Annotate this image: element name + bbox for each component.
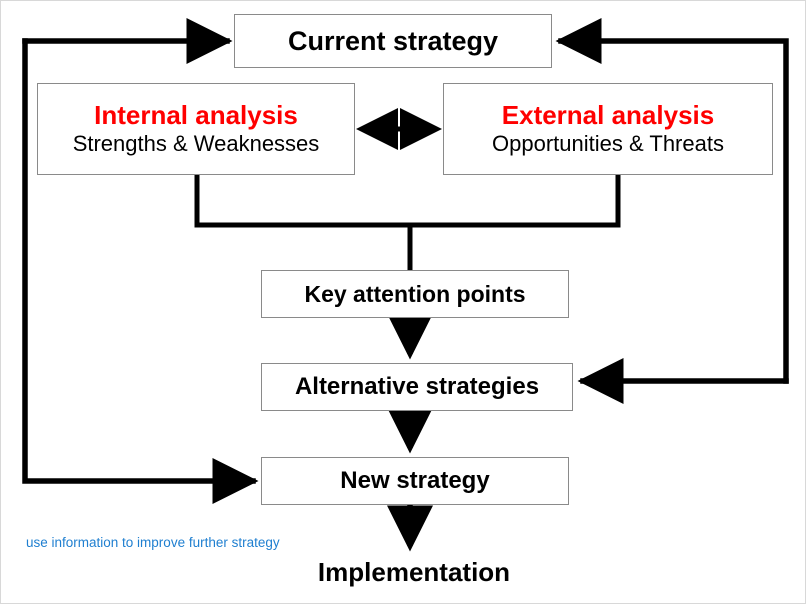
connector-analysis-merge-to-key-points xyxy=(194,174,621,273)
node-current-strategy[interactable]: Current strategy xyxy=(234,14,552,68)
node-new-strategy[interactable]: New strategy xyxy=(261,457,569,505)
node-current-strategy-title: Current strategy xyxy=(287,25,499,56)
node-implementation-title: Implementation xyxy=(317,557,511,588)
node-key-attention-points-title: Key attention points xyxy=(304,280,526,307)
node-internal-analysis-subtitle: Strengths & Weaknesses xyxy=(72,130,320,156)
annotation-note: use information to improve further strat… xyxy=(26,535,280,550)
node-implementation[interactable]: Implementation xyxy=(289,553,539,593)
node-new-strategy-title: New strategy xyxy=(340,467,490,495)
connector-feedback-right-loop xyxy=(555,17,789,405)
node-external-analysis-title: External analysis xyxy=(501,100,715,131)
node-external-analysis-subtitle: Opportunities & Threats xyxy=(492,130,724,156)
node-key-attention-points[interactable]: Key attention points xyxy=(261,270,569,318)
connector-feedback-left-loop xyxy=(22,17,259,505)
node-alternative-strategies-title: Alternative strategies xyxy=(294,373,540,401)
node-internal-analysis[interactable]: Internal analysis Strengths & Weaknesses xyxy=(37,83,355,175)
node-external-analysis[interactable]: External analysis Opportunities & Threat… xyxy=(443,83,773,175)
node-internal-analysis-title: Internal analysis xyxy=(94,100,298,131)
node-alternative-strategies[interactable]: Alternative strategies xyxy=(261,363,573,411)
